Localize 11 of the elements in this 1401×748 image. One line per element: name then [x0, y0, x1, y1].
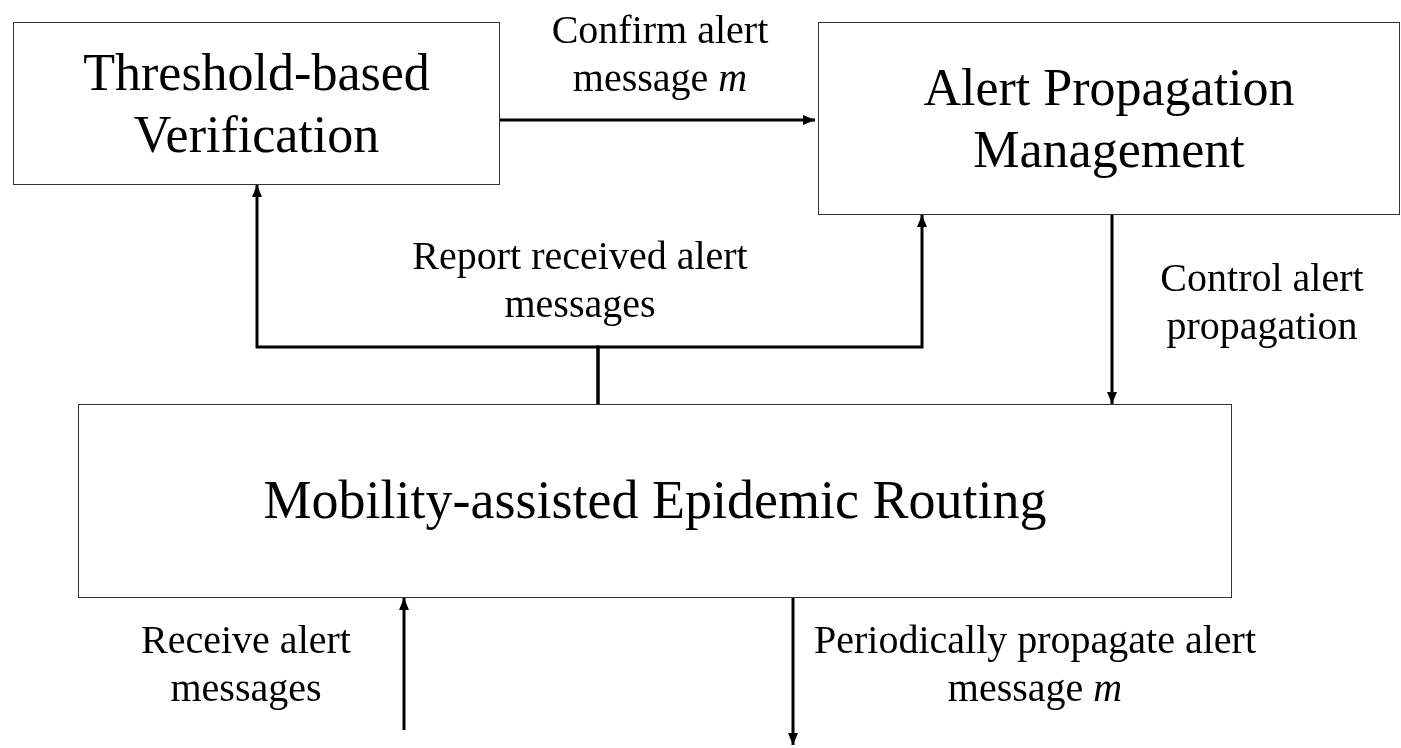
box-label: Mobility-assisted Epidemic Routing	[263, 469, 1047, 533]
arrow	[500, 115, 815, 125]
box-label: Alert Propagation Management	[922, 58, 1296, 180]
arrow	[788, 598, 798, 745]
arrow	[1107, 215, 1117, 404]
box-label: Threshold-based Verification	[82, 43, 431, 165]
process-box	[818, 22, 1400, 215]
arrow	[399, 598, 409, 730]
process-box	[78, 404, 1232, 598]
arrow	[596, 215, 927, 404]
process-box	[13, 22, 500, 185]
